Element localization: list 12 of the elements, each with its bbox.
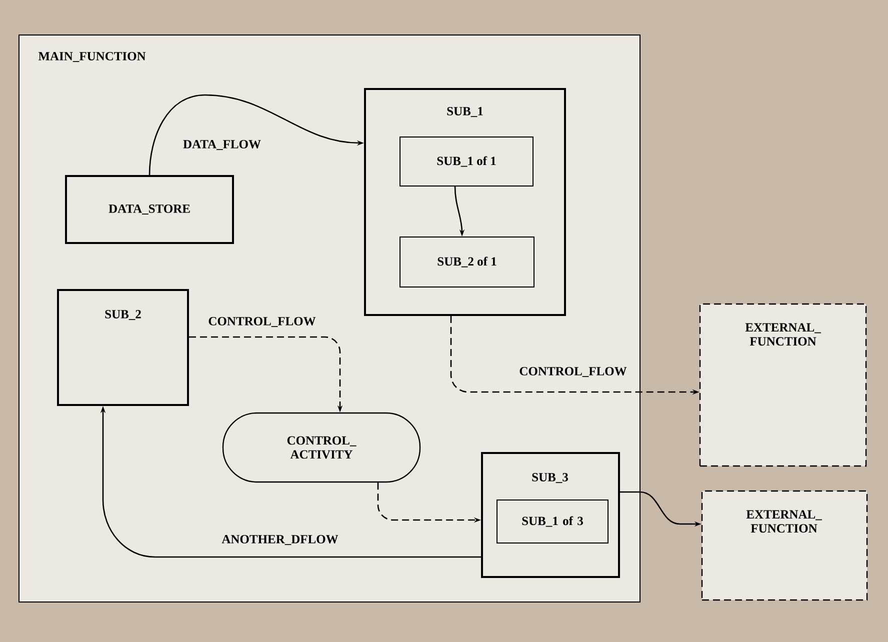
- edge-label: ANOTHER_DFLOW: [220, 534, 340, 547]
- process-box: SUB_1 of 3: [496, 500, 608, 544]
- external-box: EXTERNAL_ FUNCTION: [701, 490, 868, 601]
- edge-label: CONTROL_FLOW: [518, 366, 628, 379]
- process-box: SUB_2 of 1: [400, 236, 534, 288]
- external-box: EXTERNAL_ FUNCTION: [699, 303, 867, 467]
- process-box: DATA_STORE: [65, 175, 234, 244]
- edge-label: DATA_FLOW: [182, 138, 262, 152]
- process-box: SUB_1 of 1: [400, 136, 534, 186]
- process-box: SUB_2: [57, 289, 189, 406]
- activity-box: CONTROL_ ACTIVITY: [222, 412, 421, 483]
- edge-label: CONTROL_FLOW: [206, 316, 318, 329]
